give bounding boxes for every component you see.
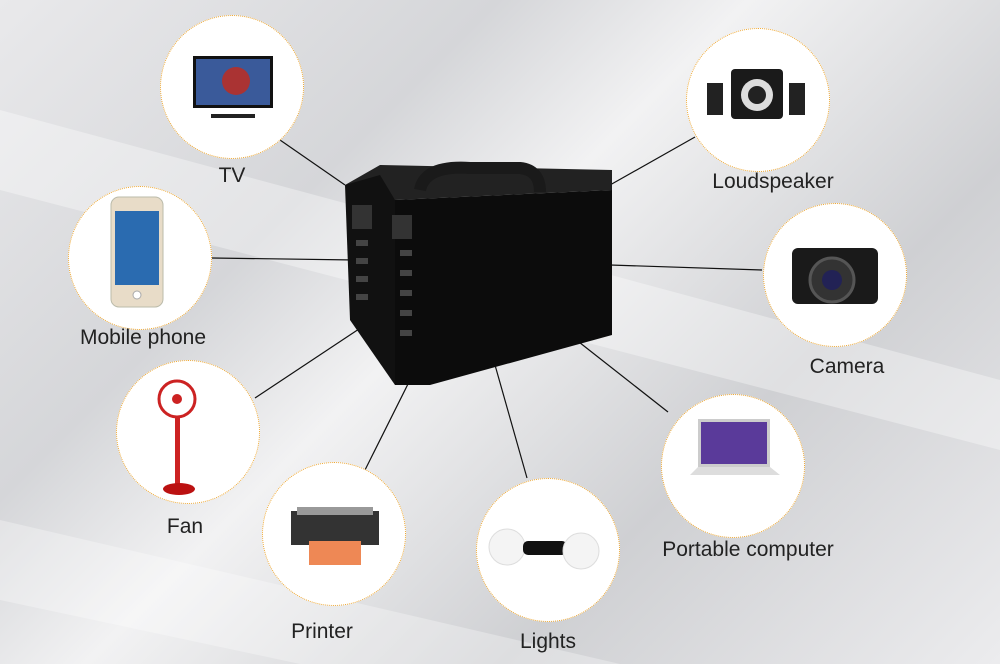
line-mobile: [211, 257, 356, 261]
label-speaker: Loudspeaker: [712, 170, 834, 193]
label-tv: TV: [218, 164, 246, 187]
line-printer: [364, 369, 416, 471]
device-circle-printer: [262, 462, 406, 606]
fan-icon: [157, 379, 197, 495]
printer-icon: [291, 507, 379, 565]
phone-icon: [110, 196, 164, 308]
line-fan: [254, 324, 366, 399]
device-circle-tv: [160, 15, 304, 159]
device-circle-lights: [476, 478, 620, 622]
tv-icon: [193, 56, 273, 118]
label-fan: Fan: [166, 515, 204, 538]
label-printer: Printer: [291, 620, 353, 643]
line-lights: [494, 364, 528, 479]
device-circle-speaker: [686, 28, 830, 172]
line-speaker: [609, 136, 696, 186]
laptop-icon: [690, 419, 780, 475]
device-circle-laptop: [661, 394, 805, 538]
line-camera: [609, 264, 763, 271]
device-circle-camera: [763, 203, 907, 347]
power-station: [345, 161, 612, 385]
device-circle-mobile: [68, 186, 212, 330]
line-laptop: [569, 334, 669, 413]
speaker-icon: [707, 69, 805, 119]
device-circle-fan: [116, 360, 260, 504]
label-camera: Camera: [809, 355, 885, 378]
camera-icon: [792, 248, 878, 304]
label-lights: Lights: [519, 630, 577, 653]
line-tv: [279, 139, 346, 186]
bulb-icon: [488, 528, 600, 570]
label-mobile: Mobile phone: [79, 326, 207, 349]
label-laptop: Portable computer: [662, 538, 834, 561]
